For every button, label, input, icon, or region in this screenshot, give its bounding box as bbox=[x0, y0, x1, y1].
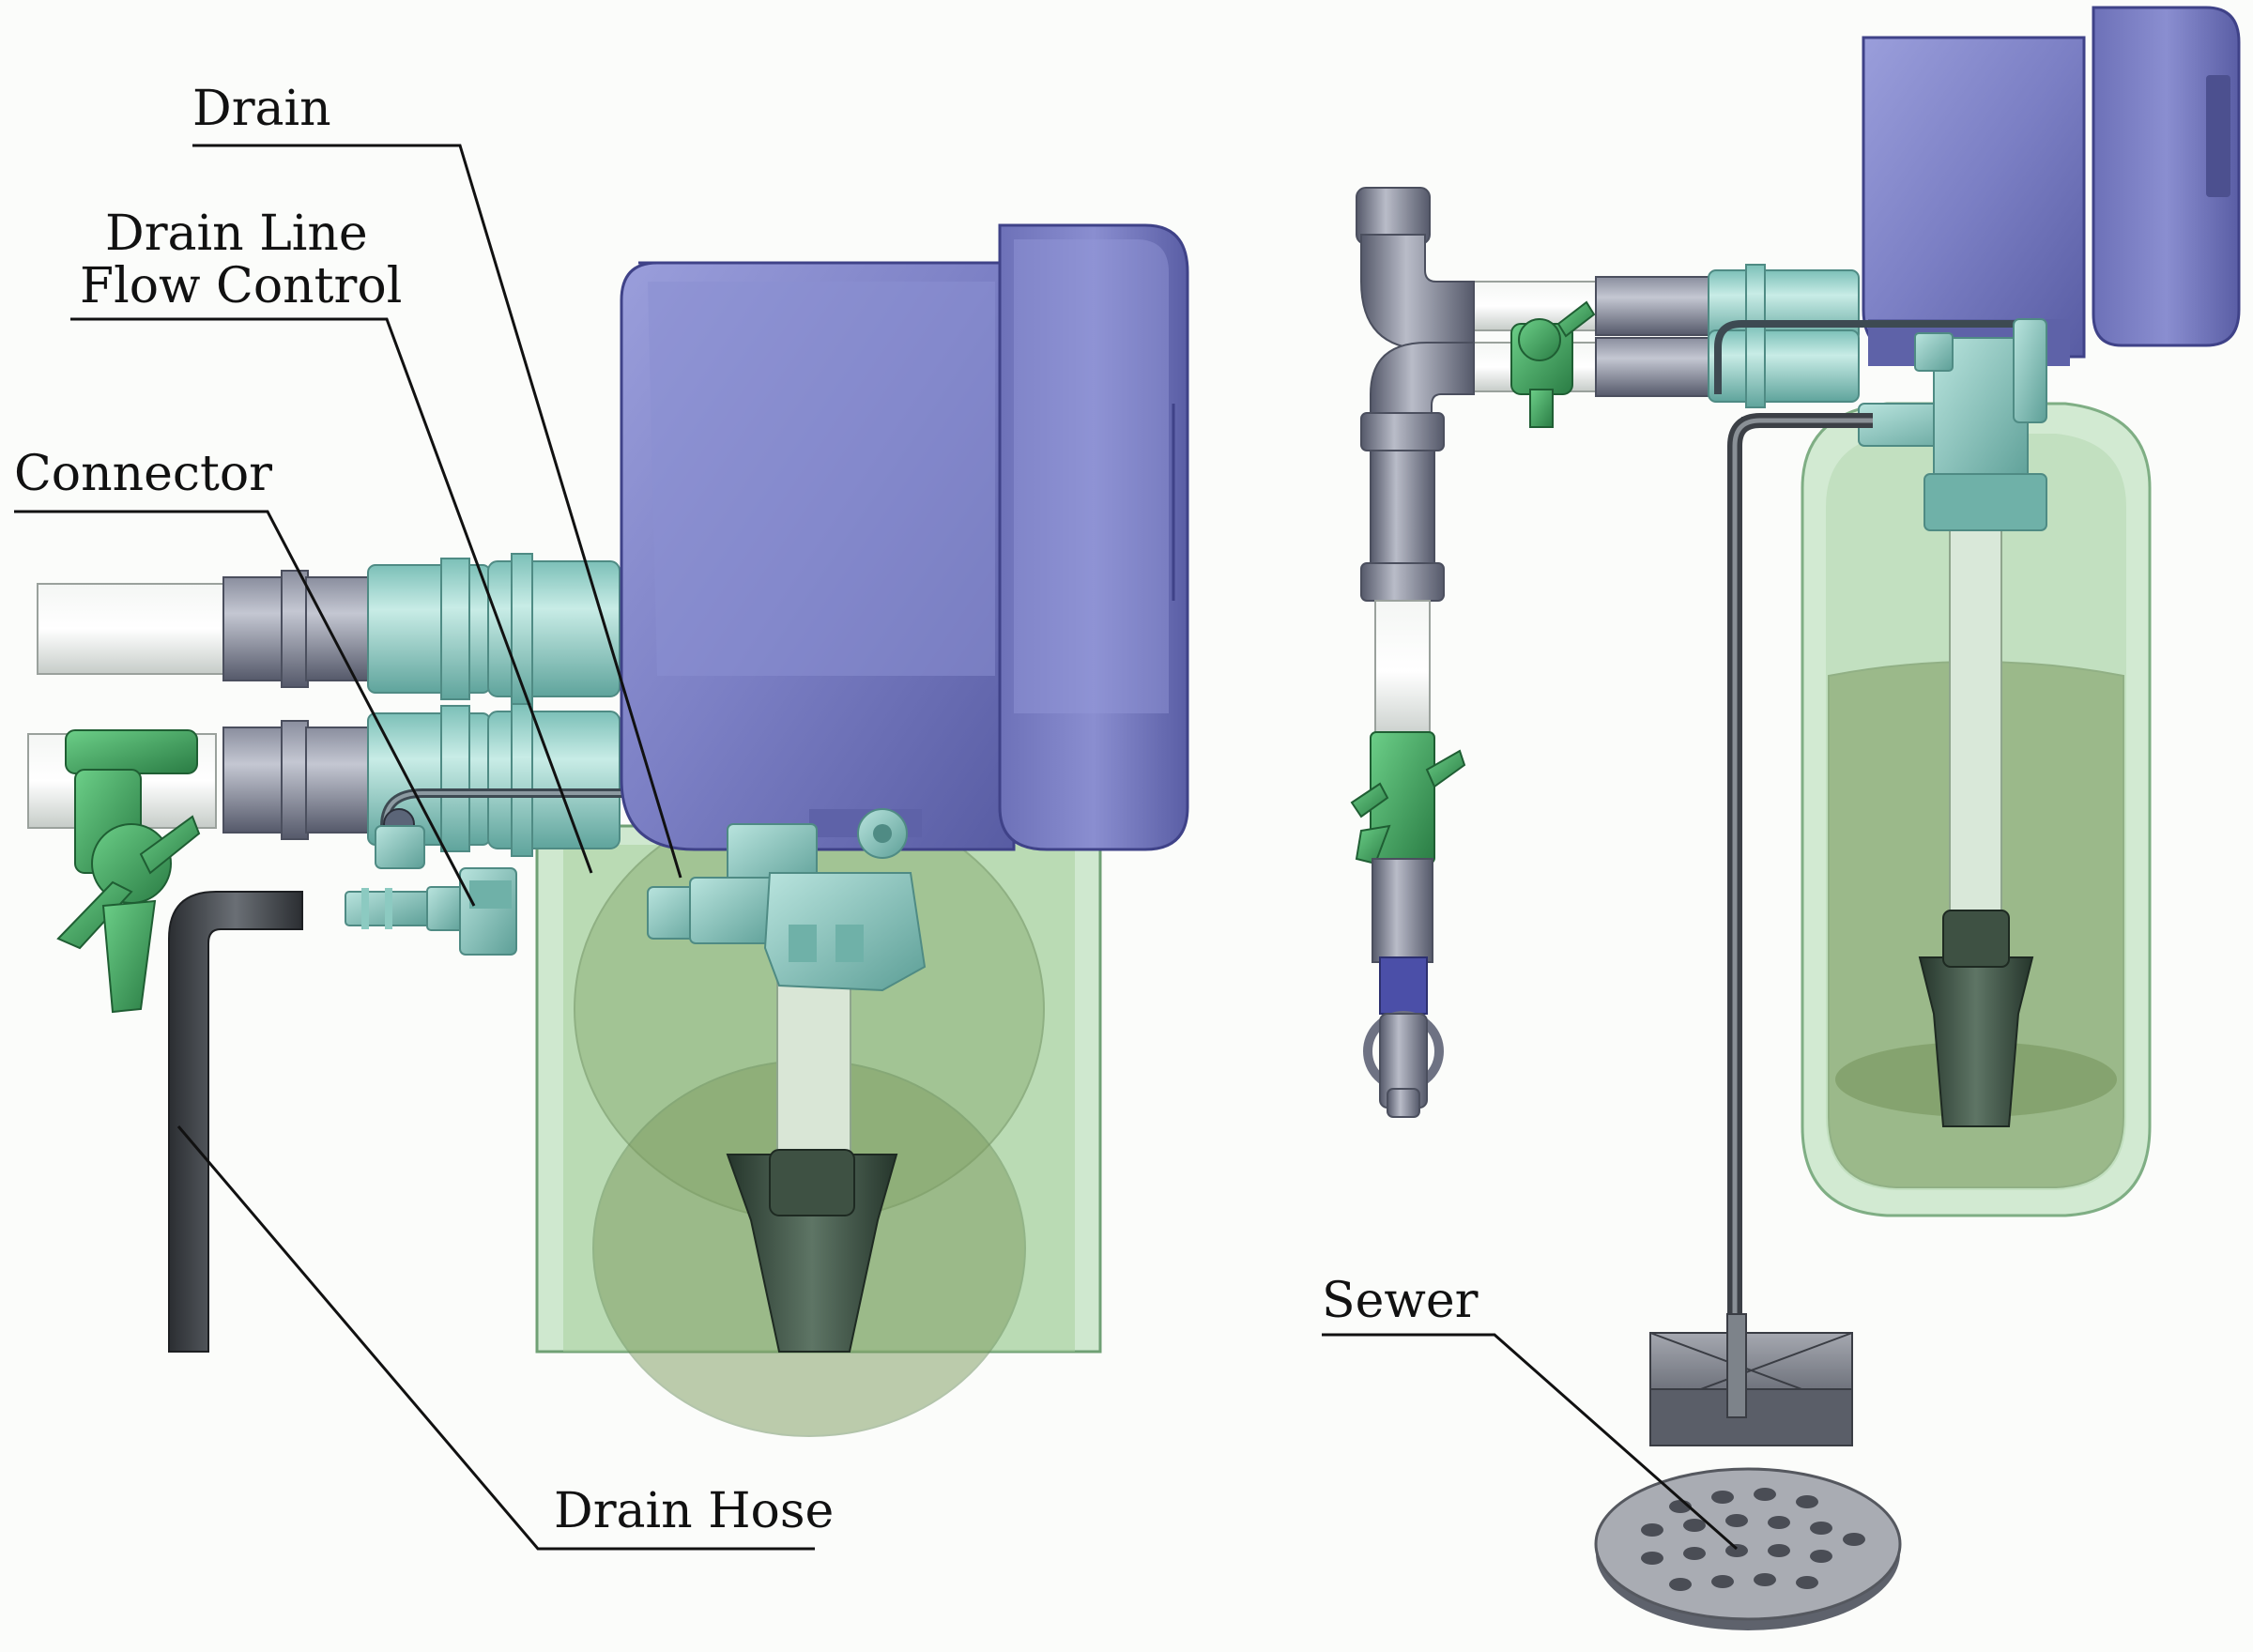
drain-line-right bbox=[1714, 318, 2047, 531]
drain-line-flow-control-tube bbox=[375, 788, 629, 869]
right-assembly bbox=[1350, 6, 2241, 1630]
leader-drain-hose bbox=[176, 1125, 815, 1551]
control-head-icon bbox=[620, 223, 1189, 851]
floor-drain-icon bbox=[1594, 1467, 1902, 1630]
label-drain: Drain bbox=[192, 81, 331, 137]
control-head-right-icon bbox=[1862, 6, 2241, 366]
drain-hose-right-icon bbox=[1727, 413, 1873, 1408]
label-drain-line-flow-control-1: Drain Line bbox=[105, 206, 368, 262]
inlet-pipe-left bbox=[37, 553, 621, 705]
connector-fitting-icon bbox=[345, 867, 517, 956]
vertical-inlet-pipe bbox=[1350, 187, 1475, 1118]
label-sewer: Sewer bbox=[1322, 1273, 1479, 1329]
leader-sewer bbox=[1322, 1333, 1738, 1551]
drain-hose-icon bbox=[168, 891, 303, 1353]
label-drain-hose: Drain Hose bbox=[554, 1483, 834, 1539]
ball-valve-icon bbox=[56, 729, 201, 1014]
drain-fitting-icon bbox=[647, 808, 927, 992]
label-drain-line-flow-control-2: Flow Control bbox=[80, 258, 402, 314]
bypass-pipes-right bbox=[1464, 264, 1860, 428]
leader-connector bbox=[14, 510, 476, 907]
leader-drain bbox=[192, 144, 682, 879]
mineral-tank-right bbox=[1801, 402, 2152, 1217]
label-connector: Connector bbox=[14, 446, 272, 502]
leader-drain-line-flow-control bbox=[70, 317, 593, 874]
left-assembly bbox=[27, 223, 1189, 1437]
drain-box-icon bbox=[1649, 1313, 1853, 1446]
annotations: Drain Drain Line Flow Control Connector … bbox=[14, 81, 1738, 1551]
